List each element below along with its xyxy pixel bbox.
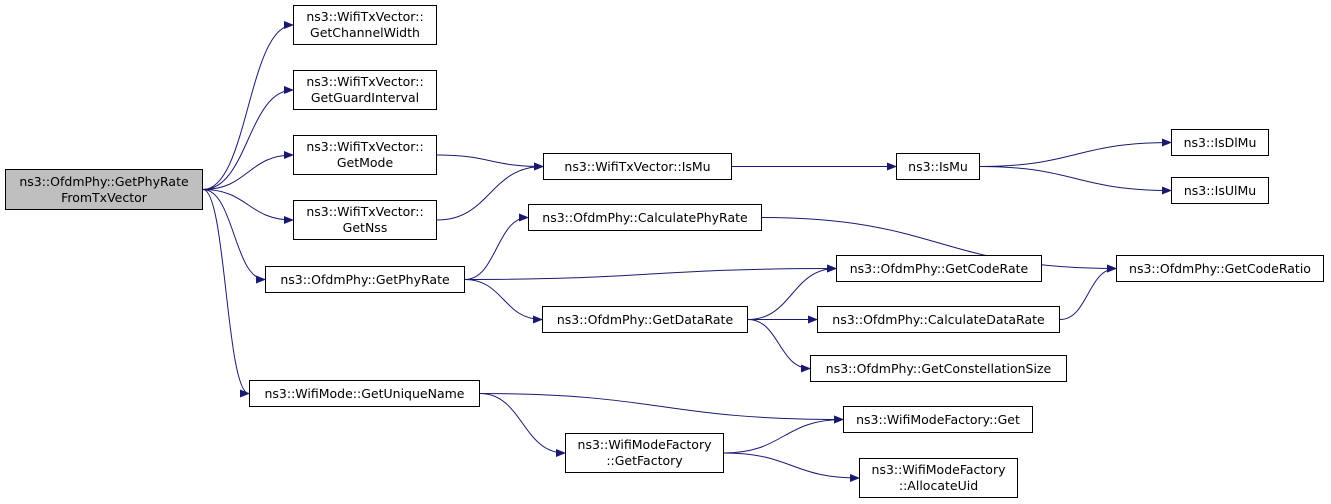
edge-get_phy_rate-to-get_code_rate: [464, 264, 837, 280]
node-label-line: ns3::OfdmPhy::GetCodeRatio: [1129, 260, 1311, 276]
edge-get_factory-to-allocate_uid: [723, 452, 860, 482]
node-get-nss[interactable]: ns3::WifiTxVector:: GetNss: [293, 200, 437, 240]
node-get-unique-name[interactable]: ns3::WifiMode::GetUniqueName: [249, 380, 480, 407]
node-get-phy-rate[interactable]: ns3::OfdmPhy::GetPhyRate: [265, 266, 465, 293]
node-is-dl-mu[interactable]: ns3::IsDlMu: [1171, 129, 1269, 156]
node-label-line: ns3::WifiMode::GetUniqueName: [264, 385, 465, 401]
node-calculate-phy-rate[interactable]: ns3::OfdmPhy::CalculatePhyRate: [528, 204, 762, 231]
node-wifi-mode-factory-get[interactable]: ns3::WifiModeFactory::Get: [843, 406, 1033, 433]
node-label-line: ns3::IsMu: [908, 158, 968, 174]
edge-is_mu-to-is_ul_mu: [979, 166, 1172, 195]
node-label-line: ns3::WifiTxVector::IsMu: [564, 158, 711, 174]
node-get-constellation-size[interactable]: ns3::OfdmPhy::GetConstellationSize: [810, 355, 1067, 382]
node-get-guard-interval[interactable]: ns3::WifiTxVector:: GetGuardInterval: [293, 70, 437, 110]
node-get-code-ratio[interactable]: ns3::OfdmPhy::GetCodeRatio: [1116, 255, 1324, 282]
node-label-line: ns3::IsUlMu: [1183, 182, 1257, 198]
edge-get_unique_name-to-wifi_mode_factory_get: [479, 393, 844, 424]
node-label-line: ns3::IsDlMu: [1183, 134, 1257, 150]
edge-get_nss-to-wifi_tx_vector_is_mu: [436, 162, 544, 221]
node-label-line: ns3::OfdmPhy::GetPhyRate: [280, 271, 450, 287]
node-get-code-rate[interactable]: ns3::OfdmPhy::GetCodeRate: [836, 255, 1042, 282]
edge-get_data_rate-to-get_code_rate: [747, 264, 837, 320]
edge-root-to-get_guard_interval: [202, 86, 294, 190]
node-label-line: ns3::OfdmPhy::GetPhyRate: [19, 173, 189, 189]
node-label-line: GetNss: [342, 220, 388, 235]
node-label-line: FromTxVector: [61, 189, 147, 205]
node-label-line: ns3::OfdmPhy::GetDataRate: [556, 311, 734, 327]
node-is-ul-mu[interactable]: ns3::IsUlMu: [1171, 177, 1269, 204]
edge-get_data_rate-to-get_constellation_size: [747, 319, 811, 373]
node-get-channel-width[interactable]: ns3::WifiTxVector:: GetChannelWidth: [293, 5, 437, 45]
edge-get_mode-to-wifi_tx_vector_is_mu: [436, 154, 544, 171]
node-label-line: GetChannelWidth: [310, 25, 420, 40]
node-allocate-uid[interactable]: ns3::WifiModeFactory ::AllocateUid: [859, 458, 1018, 498]
node-calculate-data-rate[interactable]: ns3::OfdmPhy::CalculateDataRate: [817, 306, 1060, 333]
node-root-get-phy-rate-from-tx-vector[interactable]: ns3::OfdmPhy::GetPhyRate FromTxVector: [5, 169, 203, 210]
node-label-line: ns3::OfdmPhy::CalculatePhyRate: [542, 209, 748, 225]
node-label-line: ns3::OfdmPhy::GetConstellationSize: [825, 360, 1052, 376]
node-label-line: GetMode: [336, 155, 394, 170]
node-get-factory[interactable]: ns3::WifiModeFactory ::GetFactory: [565, 433, 724, 473]
node-get-mode[interactable]: ns3::WifiTxVector:: GetMode: [293, 135, 437, 175]
node-label-line: ns3::WifiTxVector::: [306, 74, 424, 89]
node-label-line: ns3::WifiModeFactory::Get: [856, 411, 1020, 427]
node-wifi-tx-vector-is-mu[interactable]: ns3::WifiTxVector::IsMu: [543, 153, 732, 180]
node-label-line: ns3::OfdmPhy::CalculateDataRate: [832, 311, 1045, 327]
edge-root-to-get_mode: [202, 151, 294, 190]
edge-root-to-get_phy_rate: [202, 189, 266, 284]
edge-root-to-get_unique_name: [202, 189, 250, 398]
node-label-line: ns3::WifiModeFactory: [577, 437, 712, 452]
edge-get_phy_rate-to-get_data_rate: [464, 279, 543, 324]
edge-root-to-get_channel_width: [202, 21, 294, 190]
edge-root-to-get_nss: [202, 189, 294, 224]
node-label-line: ns3::WifiTxVector::: [306, 204, 424, 219]
node-label-line: ::GetFactory: [606, 453, 683, 468]
node-label-line: ::AllocateUid: [898, 478, 979, 493]
node-label-line: ns3::WifiTxVector::: [306, 9, 424, 24]
edge-get_factory-to-wifi_mode_factory_get: [723, 415, 844, 454]
node-label-line: GetGuardInterval: [310, 90, 420, 105]
node-label-line: ns3::OfdmPhy::GetCodeRate: [849, 260, 1029, 276]
node-is-mu[interactable]: ns3::IsMu: [896, 153, 980, 180]
edge-calculate_phy_rate-to-get_code_ratio: [761, 217, 1117, 273]
edge-calculate_data_rate-to-get_code_ratio: [1059, 264, 1117, 320]
node-get-data-rate[interactable]: ns3::OfdmPhy::GetDataRate: [542, 306, 748, 333]
node-label-line: ns3::WifiTxVector::: [306, 139, 424, 154]
edge-is_mu-to-is_dl_mu: [979, 138, 1172, 167]
edge-get_phy_rate-to-calculate_phy_rate: [464, 213, 529, 280]
node-label-line: ns3::WifiModeFactory: [871, 462, 1006, 477]
edge-get_unique_name-to-get_factory: [479, 393, 566, 457]
